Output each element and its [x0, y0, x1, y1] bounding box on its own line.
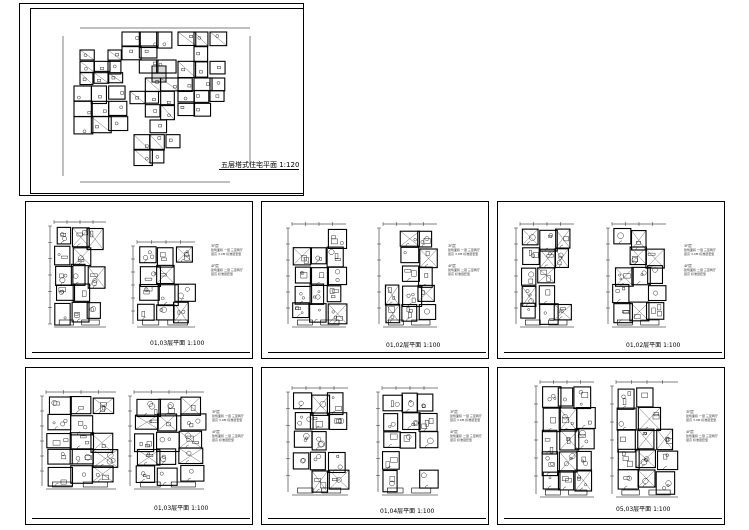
note-heading: 3F层 [212, 410, 220, 414]
note-heading: 3F层 [686, 410, 694, 414]
plan-linework [286, 222, 348, 328]
sheet-title: 05,03层平面 1:100 [616, 506, 671, 513]
floor-plan-left [48, 220, 106, 328]
notes: 3F层建筑面积 一层 三室两厅层高 3.0M 标准层套型 4F层建筑面积 二层 三… [684, 244, 716, 276]
floor-plan-master [62, 27, 251, 183]
sheet-master: 五层塔式住宅平面 1:120 [19, 3, 304, 196]
note-line: 层高 3.0M 标准层套型 [212, 418, 243, 422]
floor-plan-left [286, 386, 350, 496]
sheet-2-baseline [268, 352, 486, 353]
note-heading: 4F层 [450, 430, 458, 434]
note-heading: 4F层 [211, 264, 219, 268]
floor-plan-right [131, 240, 196, 328]
sheet-title: 01,03层平面 1:100 [150, 340, 205, 347]
floor-plan-left [40, 390, 119, 490]
note-line: 层高 3.0M 标准层套型 [686, 418, 717, 422]
note-line: 建筑面积 二层 三室两厅 [684, 268, 716, 272]
floor-plan-left [534, 380, 596, 498]
plan-linework [128, 390, 207, 490]
notes: 3F层建筑面积 一层 三室两厅层高 3.0M 标准层套型 4F层建筑面积 二层 三… [686, 410, 718, 442]
sheet-title: 五层塔式住宅平面 1:120 [221, 161, 300, 169]
note-line: 建筑面积 一层 三室两厅 [450, 414, 482, 418]
note-line: 层高 标准层套型 [212, 438, 234, 442]
plan-linework [286, 386, 350, 496]
note-line: 建筑面积 二层 三室两厅 [212, 434, 244, 438]
note-heading: 4F层 [212, 430, 220, 434]
sheet-5-baseline [268, 518, 486, 519]
notes: 3F层建筑面积 一层 三室两厅层高 3.0M 标准层套型 4F层建筑面积 二层 三… [448, 244, 480, 276]
note-heading: 3F层 [684, 244, 692, 248]
plan-linework [131, 240, 196, 328]
plan-linework [48, 220, 106, 328]
note-line: 建筑面积 一层 三室两厅 [686, 414, 718, 418]
sheet-6: 3F层建筑面积 一层 三室两厅层高 3.0M 标准层套型 4F层建筑面积 二层 三… [497, 367, 725, 525]
notes: 3F层建筑面积 一层 三室两厅层高 3.0M 标准层套型 4F层建筑面积 二层 三… [211, 244, 243, 276]
sheet-3: 3F层建筑面积 一层 三室两厅层高 3.0M 标准层套型 4F层建筑面积 二层 三… [497, 201, 725, 359]
floor-plan-left [286, 222, 348, 328]
notes: 3F层建筑面积 一层 三室两厅层高 3.0M 标准层套型 4F层建筑面积 二层 三… [212, 410, 244, 442]
note-line: 层高 3.0M 标准层套型 [211, 252, 242, 256]
note-line: 层高 标准层套型 [686, 438, 708, 442]
note-line: 层高 标准层套型 [448, 272, 470, 276]
floor-plan-right [610, 380, 679, 498]
note-heading: 4F层 [684, 264, 692, 268]
floor-plan-right [376, 386, 439, 496]
sheet-title: 01,02层平面 1:100 [386, 342, 441, 349]
note-line: 建筑面积 二层 三室两厅 [450, 434, 482, 438]
sheet-4: 3F层建筑面积 一层 三室两厅层高 3.0M 标准层套型 4F层建筑面积 二层 三… [25, 367, 253, 525]
note-line: 建筑面积 一层 三室两厅 [684, 248, 716, 252]
notes: 3F层建筑面积 一层 三室两厅层高 3.0M 标准层套型 4F层建筑面积 二层 三… [450, 410, 482, 442]
floor-plan-right [377, 222, 438, 328]
note-line: 层高 标准层套型 [684, 272, 706, 276]
sheet-5: 3F层建筑面积 一层 三室两厅层高 3.0M 标准层套型 4F层建筑面积 二层 三… [261, 367, 489, 525]
floor-plan-right [128, 390, 207, 490]
floor-plan-right [606, 222, 667, 328]
plan-linework [377, 222, 438, 328]
note-heading: 3F层 [448, 244, 456, 248]
sheet-title: 01,03层平面 1:100 [154, 505, 209, 512]
note-line: 建筑面积 二层 三室两厅 [448, 268, 480, 272]
sheet-1: 3F层建筑面积 一层 三室两厅层高 3.0M 标准层套型 4F层建筑面积 二层 三… [25, 201, 253, 359]
note-line: 建筑面积 一层 三室两厅 [212, 414, 244, 418]
plan-linework [514, 222, 574, 328]
note-line: 建筑面积 一层 三室两厅 [448, 248, 480, 252]
note-line: 建筑面积 二层 三室两厅 [211, 268, 243, 272]
plan-linework [610, 380, 679, 498]
sheet-2: 3F层建筑面积 一层 三室两厅层高 3.0M 标准层套型 4F层建筑面积 二层 三… [261, 201, 489, 359]
floor-plan-left [514, 222, 574, 328]
title-underline [219, 169, 299, 170]
plan-linework [534, 380, 596, 498]
note-heading: 4F层 [448, 264, 456, 268]
sheet-1-baseline [32, 352, 250, 353]
sheet-master-frame [30, 8, 304, 194]
sheet-title: 01,04层平面 1:100 [380, 508, 435, 515]
note-line: 层高 标准层套型 [450, 438, 472, 442]
note-heading: 3F层 [450, 410, 458, 414]
note-heading: 4F层 [686, 430, 694, 434]
plan-linework [62, 27, 251, 183]
plan-linework [40, 390, 119, 490]
note-line: 层高 标准层套型 [211, 272, 233, 276]
note-line: 层高 3.0M 标准层套型 [450, 418, 481, 422]
sheet-title: 01,02层平面 1:100 [626, 342, 681, 349]
sheet-3-baseline [504, 352, 722, 353]
note-line: 建筑面积 一层 三室两厅 [211, 248, 243, 252]
note-line: 层高 3.0M 标准层套型 [448, 252, 479, 256]
sheet-4-baseline [32, 518, 250, 519]
note-line: 建筑面积 二层 三室两厅 [686, 434, 718, 438]
plan-linework [376, 386, 439, 496]
plan-linework [606, 222, 667, 328]
note-line: 层高 3.0M 标准层套型 [684, 252, 715, 256]
note-heading: 3F层 [211, 244, 219, 248]
sheet-6-baseline [504, 518, 722, 519]
